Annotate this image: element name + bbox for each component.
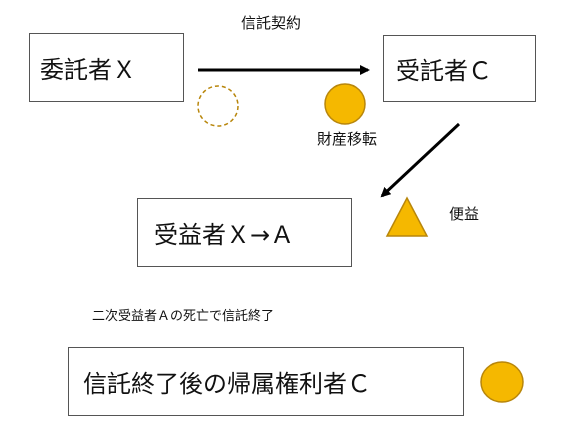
dashed-circle-icon [197, 85, 239, 127]
beneficiary-box: 受益者Ｘ→Ａ [137, 198, 352, 267]
asset-transfer-label: 財産移転 [317, 130, 378, 148]
trust-termination-note: 二次受益者Ａの死亡で信託終了 [92, 309, 275, 324]
arrow-benefit-flow [380, 122, 461, 198]
settlor-label: 委託者Ｘ [40, 56, 136, 84]
residual-rights-holder-box: 信託終了後の帰属権利者Ｃ [68, 347, 464, 416]
benefit-label: 便益 [449, 205, 480, 223]
beneficiary-label: 受益者Ｘ→Ａ [154, 221, 295, 249]
trustee-label: 受託者Ｃ [396, 57, 492, 85]
residual-rights-holder-label: 信託終了後の帰属権利者Ｃ [83, 370, 371, 398]
settlor-box: 委託者Ｘ [29, 33, 184, 102]
gold-circle-icon-residual [480, 361, 524, 403]
gold-circle-icon [324, 83, 366, 125]
trustee-box: 受託者Ｃ [383, 35, 536, 102]
trust-contract-label: 信託契約 [241, 14, 302, 32]
gold-triangle-icon [385, 196, 429, 237]
